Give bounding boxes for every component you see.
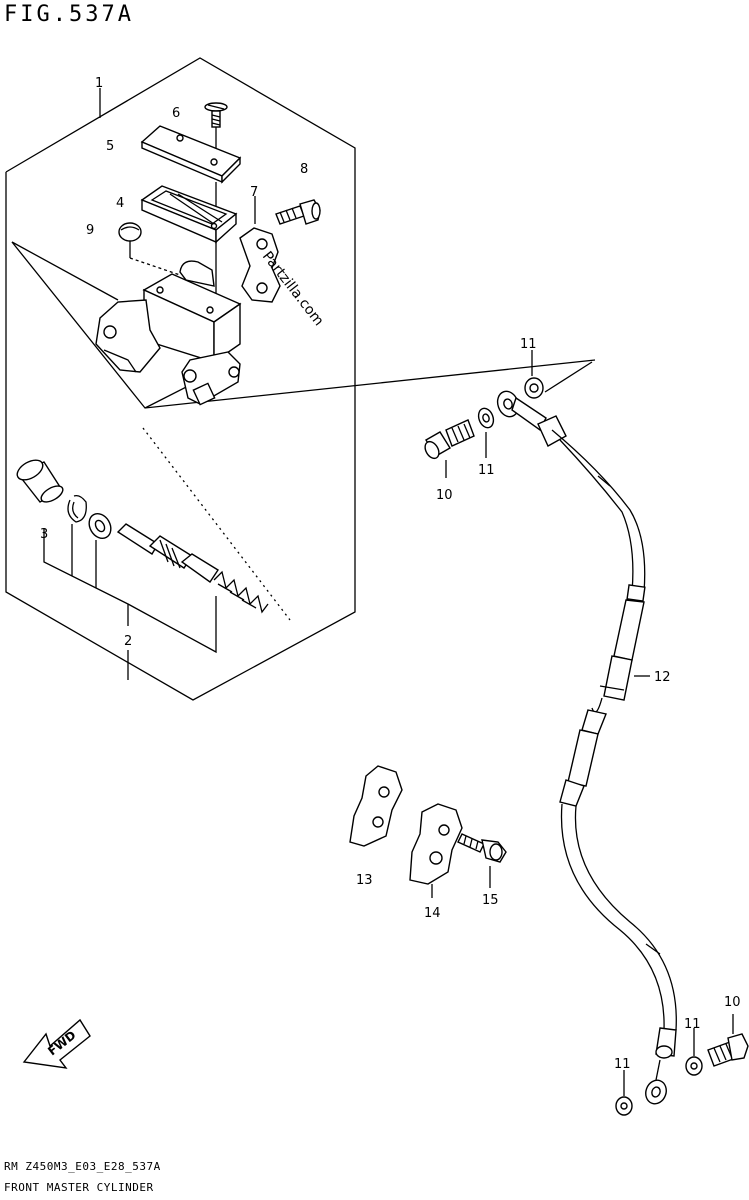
callout-5: 5 [106,139,114,154]
callout-11-top-left: 11 [478,463,495,478]
callout-11-top-right: 11 [520,337,537,352]
figure-name: FRONT MASTER CYLINDER [4,1181,154,1194]
callout-14: 14 [424,906,441,921]
callout-numbers: 1 2 3 4 5 6 7 8 9 10 10 11 11 11 11 12 1… [40,76,741,1072]
screw-part-6[interactable] [204,102,228,158]
banjo-bolt-part-10-top[interactable] [422,419,475,478]
callout-4: 4 [116,196,124,211]
washer-part-11-top-b[interactable] [524,350,544,399]
callout-8: 8 [300,162,308,177]
brake-hose-part-12[interactable] [494,388,677,1106]
callout-11-bottom-right: 11 [684,1017,701,1032]
cap-part-9[interactable] [118,222,181,276]
figure-title: FIG.537A [4,2,134,27]
fwd-arrow-icon: FWD [22,1018,91,1069]
callout-6: 6 [172,106,180,121]
washer-part-11-top-a[interactable] [476,406,496,458]
boot-part-3[interactable] [14,456,66,505]
bracket-part-14[interactable] [409,803,463,898]
callout-3: 3 [40,527,48,542]
washer-part-11-bottom-a[interactable] [615,1070,633,1116]
figure-code: RM Z450M3_E03_E28_537A [4,1160,161,1173]
callout-1: 1 [95,76,103,91]
bracket-part-13[interactable] [349,765,403,847]
reference-lines [11,241,596,621]
clamp-part-7[interactable] [239,196,281,303]
bolt-part-15[interactable] [457,833,507,888]
callout-13: 13 [356,873,373,888]
master-cylinder-body[interactable] [95,260,242,406]
callout-10-bottom: 10 [724,995,741,1010]
callout-11-bottom-left: 11 [614,1057,631,1072]
callout-10-top: 10 [436,488,453,503]
piston-leaders [43,524,217,680]
washer-part-11-bottom-b[interactable] [685,1028,703,1076]
callout-9: 9 [86,223,94,238]
washer[interactable] [85,510,115,543]
bolt-part-8[interactable] [275,199,321,225]
callout-12: 12 [654,670,671,685]
piston-part-2[interactable] [116,523,269,614]
banjo-bolt-part-10-bottom[interactable] [707,1014,749,1067]
reservoir-cap-part-5[interactable] [140,125,242,218]
circlip[interactable] [67,494,87,523]
callout-15: 15 [482,893,499,908]
callout-7: 7 [250,185,258,200]
assembly-outline [5,57,356,701]
callout-2: 2 [124,634,132,649]
